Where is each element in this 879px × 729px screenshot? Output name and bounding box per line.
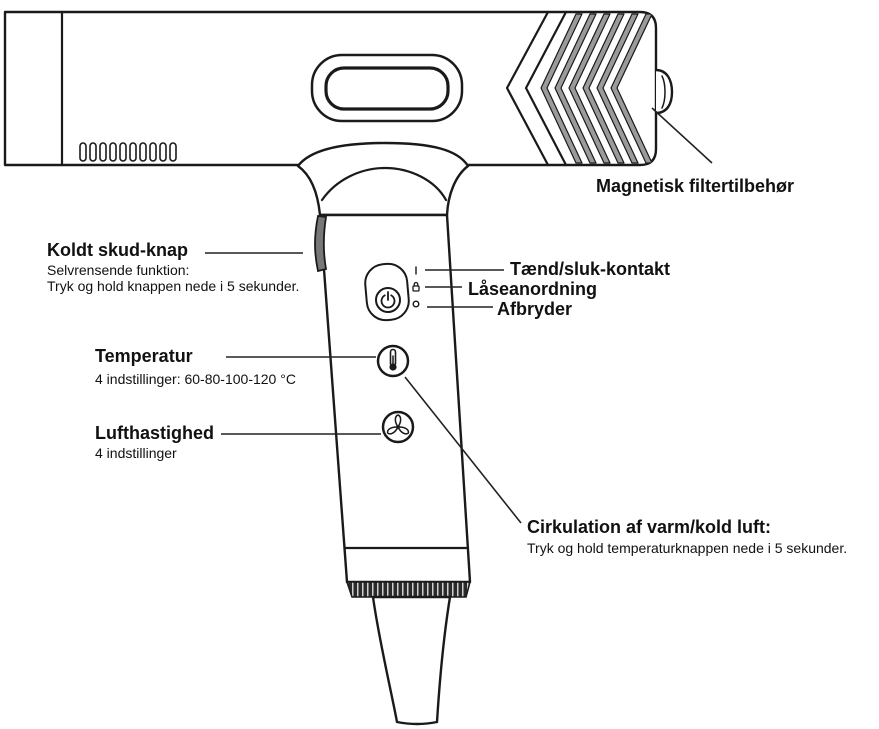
label-filter: Magnetisk filtertilbehør <box>596 176 794 196</box>
dryer-barrel <box>3 10 658 167</box>
label-circulation: Cirkulation af varm/kold luft: <box>527 517 771 537</box>
filter-fins <box>540 13 653 164</box>
fan-blade <box>397 426 410 435</box>
filter-knob <box>654 68 674 115</box>
filter-chevron-inner <box>524 10 568 167</box>
slot-outer <box>310 53 464 123</box>
label-air-speed: Lufthastighed <box>95 423 214 443</box>
magnetic-filter <box>505 10 674 167</box>
power-switch <box>364 262 410 322</box>
temperature-button <box>376 344 410 378</box>
thermometer-icon <box>389 348 397 371</box>
filter-fin <box>540 13 583 164</box>
label-temperature-detail: 4 indstillinger: 60-80-100-120 °C <box>95 371 296 387</box>
label-cold-shot-line2: Tryk og hold knappen nede i 5 sekunder. <box>47 278 299 294</box>
fan-blade <box>386 426 399 435</box>
dryer-neck <box>296 141 470 217</box>
vent-slot <box>159 142 167 162</box>
label-lock: Låseanordning <box>468 279 597 299</box>
fan-icon <box>386 414 410 435</box>
leader-circulation <box>404 376 522 524</box>
power-symbol-arc <box>380 294 396 309</box>
filter-fin <box>554 13 597 164</box>
cold-shot-button <box>314 215 328 273</box>
vent-slot <box>89 142 97 162</box>
thermometer-tube <box>389 348 397 365</box>
neck-inner-arch <box>320 166 448 202</box>
filter-knob-detail <box>661 75 666 109</box>
label-off: Afbryder <box>497 299 572 319</box>
label-circulation-detail: Tryk og hold temperaturknappen nede i 5 … <box>527 540 847 556</box>
thermometer-bulb <box>389 363 397 371</box>
side-vents <box>79 142 177 162</box>
label-air-speed-detail: 4 indstillinger <box>95 445 177 461</box>
power-knob <box>375 287 401 313</box>
vent-slot <box>129 142 137 162</box>
vent-slot <box>99 142 107 162</box>
label-temperature: Temperatur <box>95 346 193 366</box>
off-mark-icon <box>412 300 420 308</box>
vent-slot <box>109 142 117 162</box>
filter-fin <box>596 13 639 164</box>
vent-slot <box>139 142 147 162</box>
vent-slot <box>169 142 177 162</box>
neck-collar <box>296 141 470 217</box>
filter-fin <box>568 13 611 164</box>
handle-grille <box>345 581 472 598</box>
label-power: Tænd/sluk-kontakt <box>510 259 670 279</box>
air-speed-button <box>381 410 415 444</box>
lock-shackle <box>413 281 419 287</box>
label-cold-shot-line1: Selvrensende funktion: <box>47 262 189 278</box>
vent-slot <box>149 142 157 162</box>
power-icon <box>375 287 401 313</box>
leader-lines <box>205 107 713 524</box>
switch-markings <box>412 266 420 308</box>
filter-chevron-outer <box>505 10 550 167</box>
vent-slot <box>79 142 87 162</box>
vent-slot <box>119 142 127 162</box>
lock-body <box>412 285 420 292</box>
power-cord <box>371 595 452 726</box>
labels: Magnetisk filtertilbehør Koldt skud-knap… <box>47 176 847 556</box>
leader-filter <box>651 107 713 164</box>
filter-fin <box>582 13 625 164</box>
label-cold-shot: Koldt skud-knap <box>47 240 188 260</box>
slot-inner <box>324 66 450 111</box>
fan-blade <box>394 414 402 428</box>
fan-hub <box>396 425 400 429</box>
lock-icon <box>412 281 420 292</box>
air-intake-slot <box>310 53 464 123</box>
dryer-body <box>3 10 674 167</box>
